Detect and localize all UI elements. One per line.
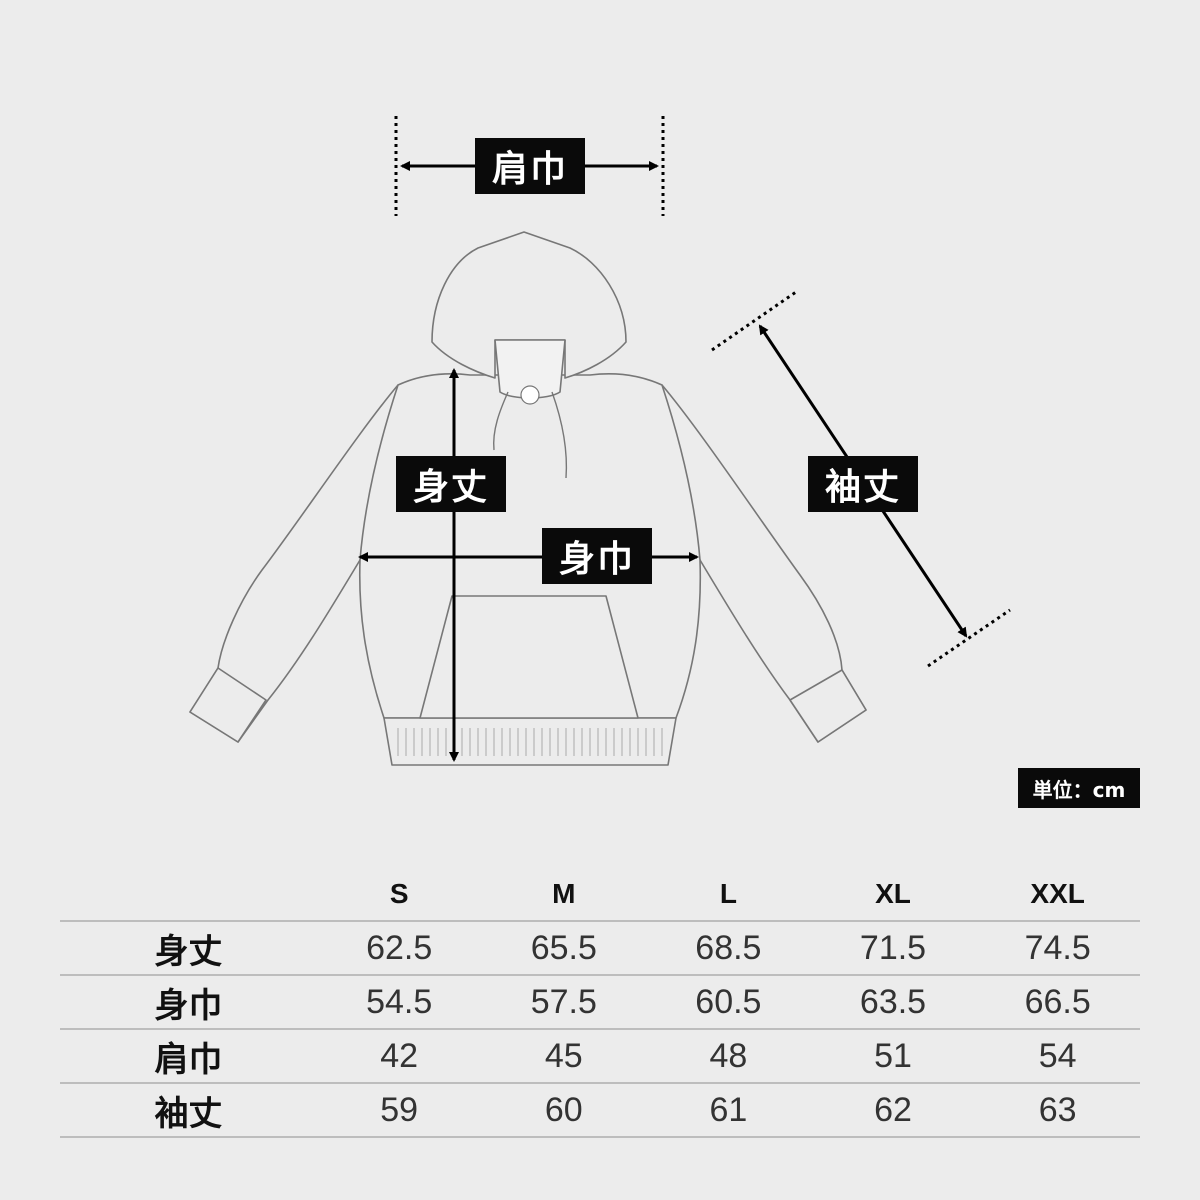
row-label: 肩巾 <box>60 1028 317 1083</box>
size-header: M <box>552 878 576 909</box>
drawstrings <box>492 391 568 479</box>
table-cell: 48 <box>646 1028 811 1083</box>
label-sleeve: 袖丈 <box>808 456 918 512</box>
size-header: XXL <box>1030 878 1085 909</box>
hoodie-diagram <box>189 116 1011 766</box>
table-cell: 42 <box>316 1028 482 1083</box>
size-header: S <box>389 878 409 909</box>
table-cell: 57.5 <box>481 974 647 1029</box>
table-cell: 62.5 <box>316 920 482 975</box>
size-table: S M L XL XXL 身丈 62.5 65.5 68.5 71.5 74.5… <box>60 868 1140 1138</box>
hood-label <box>520 385 540 405</box>
table-cell: 60 <box>481 1082 647 1138</box>
table-cell: 65.5 <box>481 920 647 975</box>
label-length: 身丈 <box>396 456 506 512</box>
table-cell: 45 <box>481 1028 647 1083</box>
size-header: XL <box>875 878 911 909</box>
table-row: 身丈 62.5 65.5 68.5 71.5 74.5 <box>60 920 1140 975</box>
corner-cell <box>60 868 317 921</box>
table-row: 身巾 54.5 57.5 60.5 63.5 66.5 <box>60 974 1140 1029</box>
table-cell: 62 <box>810 1082 976 1138</box>
row-label: 身丈 <box>60 920 317 975</box>
table-cell: 71.5 <box>810 920 976 975</box>
row-label: 身巾 <box>60 974 317 1029</box>
table-cell: 61 <box>646 1082 811 1138</box>
table-cell: 68.5 <box>646 920 811 975</box>
label-shoulder: 肩巾 <box>475 138 585 194</box>
table-cell: 51 <box>810 1028 976 1083</box>
table-cell: 60.5 <box>646 974 811 1029</box>
size-header: L <box>719 878 737 909</box>
size-header-row: S M L XL XXL <box>60 868 1140 921</box>
unit-badge: 単位：cm <box>1018 768 1140 808</box>
table-row: 袖丈 59 60 61 62 63 <box>60 1082 1140 1138</box>
table-cell: 74.5 <box>975 920 1140 975</box>
table-cell: 54.5 <box>316 974 482 1029</box>
table-cell: 66.5 <box>975 974 1140 1029</box>
table-cell: 54 <box>975 1028 1140 1083</box>
table-cell: 63.5 <box>810 974 976 1029</box>
table-cell: 59 <box>316 1082 482 1138</box>
table-cell: 63 <box>975 1082 1140 1138</box>
label-width: 身巾 <box>542 528 652 584</box>
table-row: 肩巾 42 45 48 51 54 <box>60 1028 1140 1083</box>
row-label: 袖丈 <box>60 1082 317 1138</box>
